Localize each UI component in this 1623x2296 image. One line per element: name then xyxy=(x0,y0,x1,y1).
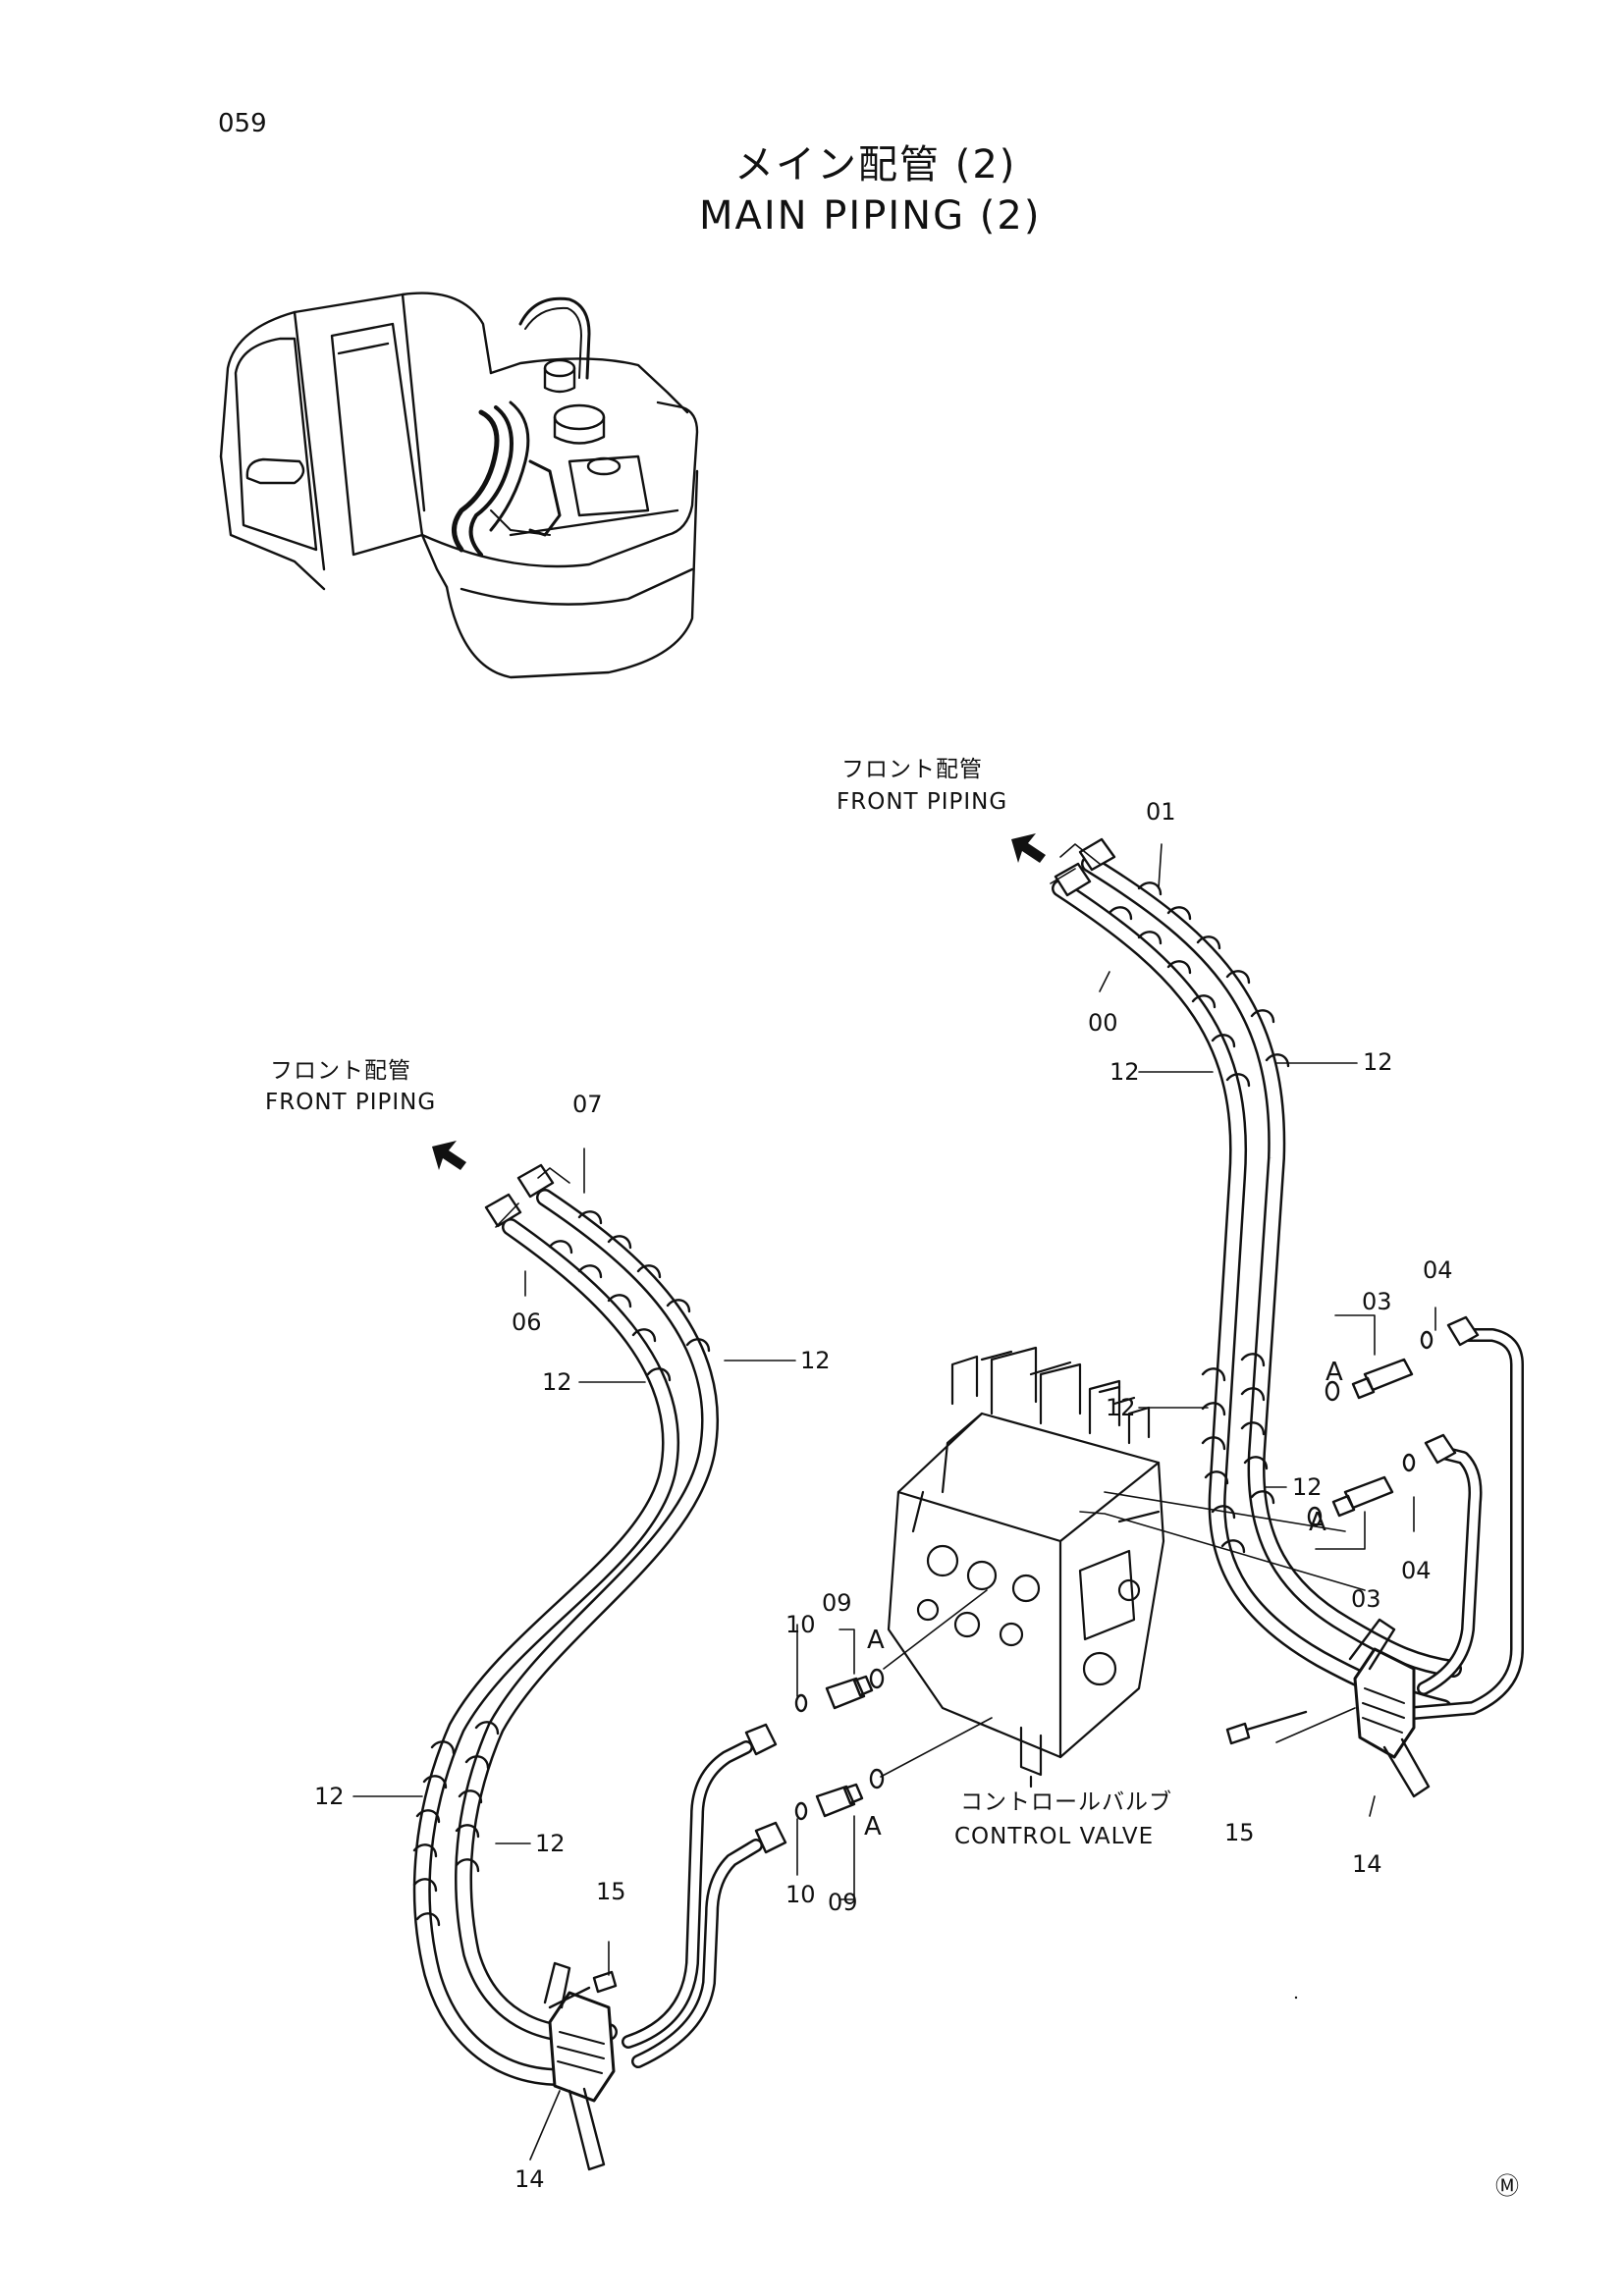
detail-a-label: A xyxy=(867,1626,885,1655)
part-number-04: 04 xyxy=(1401,1557,1432,1584)
leader-lines xyxy=(352,843,1436,2161)
right-hose-assembly xyxy=(1052,837,1524,1798)
control-valve-label-en: CONTROL VALVE xyxy=(954,1824,1155,1849)
part-number-10: 10 xyxy=(785,1881,816,1908)
part-number-01: 01 xyxy=(1146,798,1176,826)
part-number-03: 03 xyxy=(1351,1585,1381,1613)
left-hose-assembly xyxy=(412,1163,787,2171)
part-number-12: 12 xyxy=(1109,1058,1140,1086)
fittings-and-o-rings xyxy=(548,1330,1434,2009)
detail-a-label: A xyxy=(1325,1358,1343,1387)
title-english: MAIN PIPING (2) xyxy=(699,193,1042,239)
part-number-12: 12 xyxy=(535,1830,566,1857)
part-number-12: 12 xyxy=(1292,1473,1323,1501)
control-valve-label-jp: コントロールバルブ xyxy=(960,1789,1172,1815)
part-number-03: 03 xyxy=(1362,1288,1392,1315)
part-number-06: 06 xyxy=(512,1308,542,1336)
part-number-04: 04 xyxy=(1423,1256,1453,1284)
part-number-07: 07 xyxy=(572,1091,603,1118)
part-number-15: 15 xyxy=(596,1878,626,1905)
part-number-12: 12 xyxy=(800,1347,831,1374)
part-number-15: 15 xyxy=(1224,1819,1255,1846)
front-piping-label-jp-left: フロント配管 xyxy=(270,1058,411,1084)
front-piping-label-en-right: FRONT PIPING xyxy=(837,789,1008,815)
part-number-00: 00 xyxy=(1088,1009,1118,1037)
part-number-12: 12 xyxy=(314,1783,345,1810)
part-number-09: 09 xyxy=(822,1589,852,1617)
part-number-12: 12 xyxy=(1363,1048,1393,1076)
stray-dot xyxy=(1294,1996,1298,2000)
front-piping-label-en-left: FRONT PIPING xyxy=(265,1090,437,1115)
part-number-10: 10 xyxy=(785,1611,816,1638)
page-number: 059 xyxy=(218,109,267,138)
excavator-overview-illustration xyxy=(219,292,699,679)
corner-m-mark: Ⓜ xyxy=(1495,2172,1519,2200)
front-piping-label-jp-right: フロント配管 xyxy=(841,757,983,782)
detail-a-label: A xyxy=(1309,1508,1326,1537)
title-japanese: メイン配管 (2) xyxy=(734,142,1017,187)
part-number-12: 12 xyxy=(1106,1394,1136,1421)
control-valve-illustration xyxy=(887,1346,1165,1789)
detail-a-label: A xyxy=(864,1812,882,1842)
part-number-12: 12 xyxy=(542,1368,572,1396)
part-number-09: 09 xyxy=(828,1889,858,1916)
part-number-14: 14 xyxy=(1352,1850,1382,1878)
front-piping-arrows xyxy=(432,833,1046,1170)
part-number-14: 14 xyxy=(514,2165,545,2193)
